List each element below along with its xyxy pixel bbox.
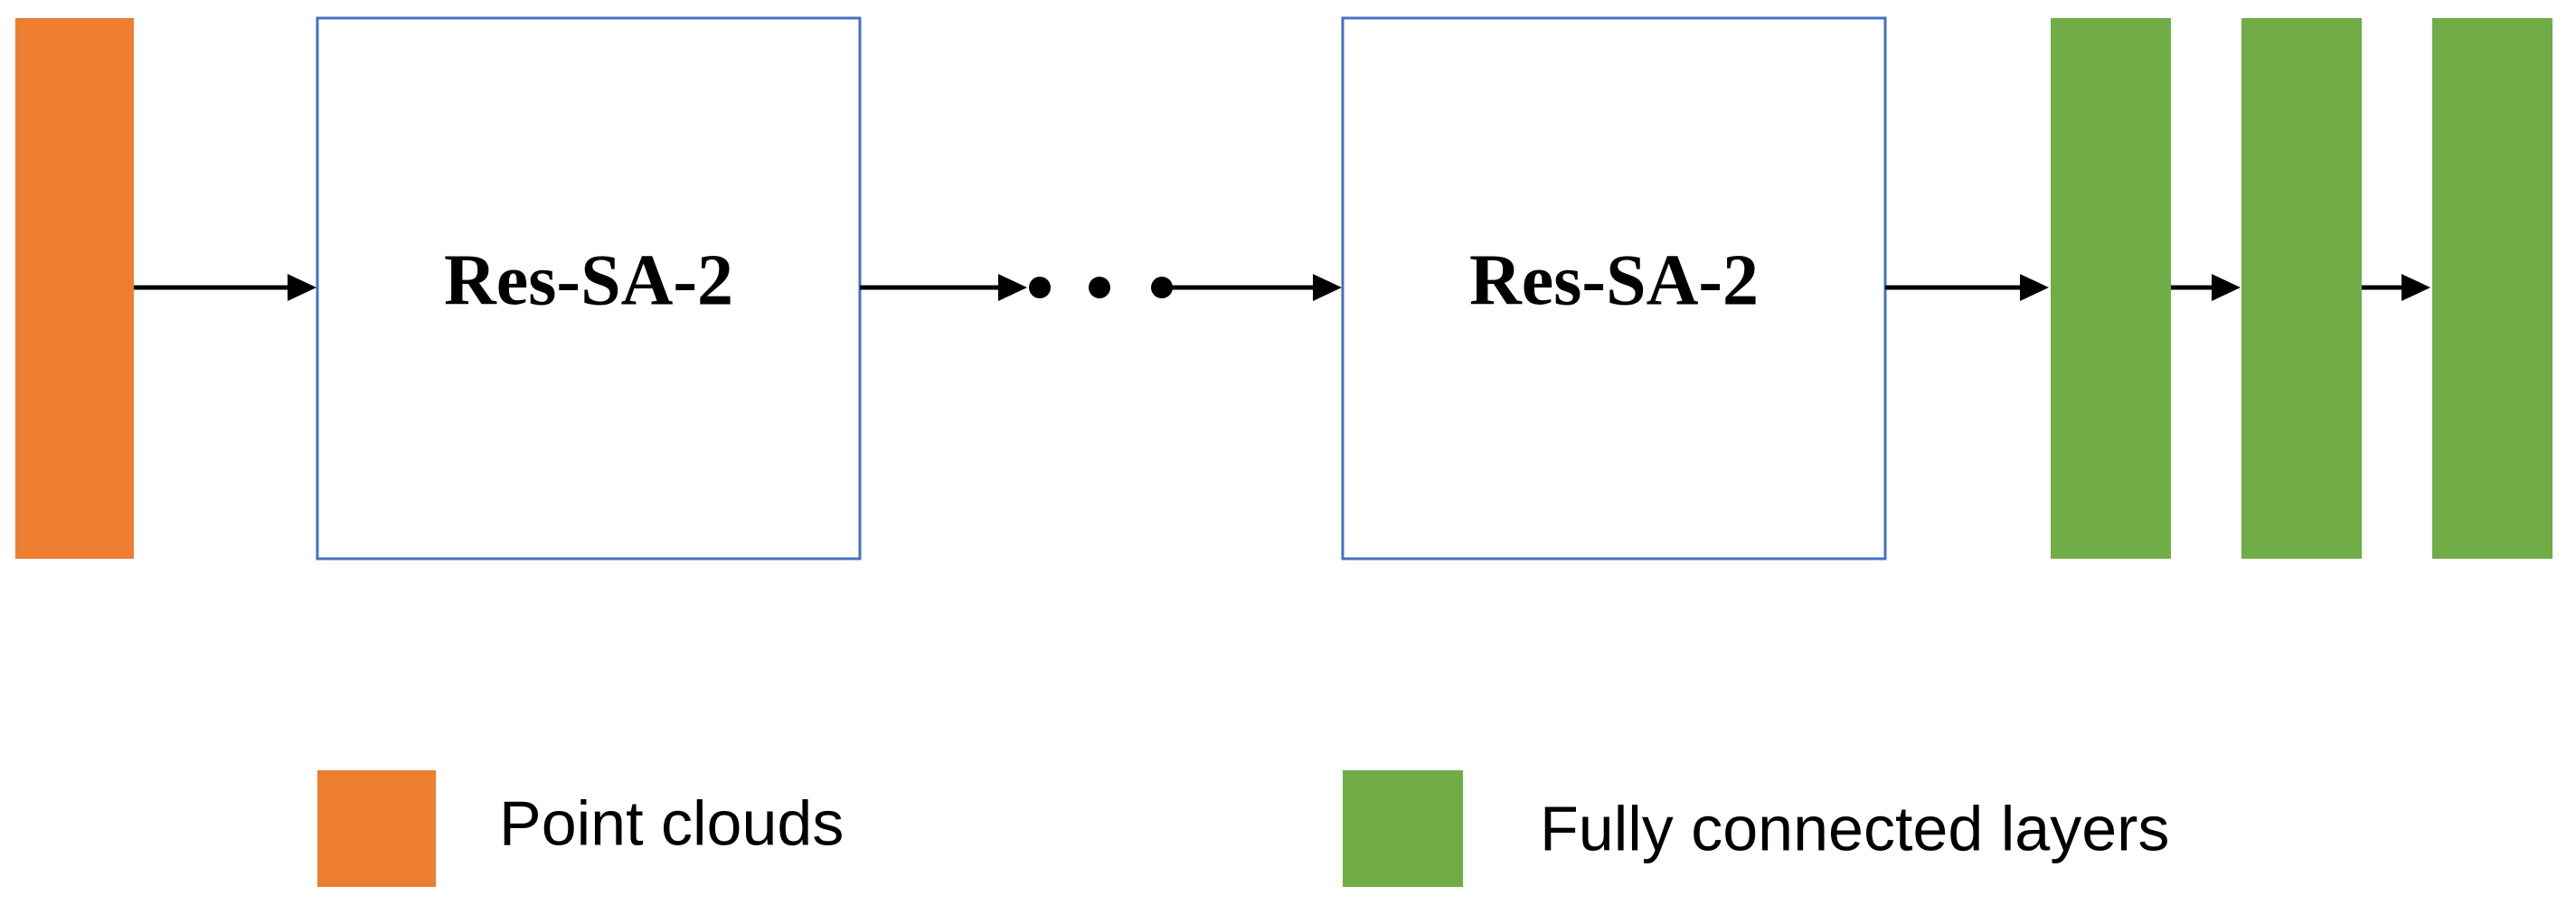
fc-layer-bar-2: [2241, 18, 2362, 559]
ellipsis-dot-2: [1089, 277, 1110, 298]
ellipsis-dot-1: [1029, 277, 1051, 298]
legend-fc-layers-label: Fully connected layers: [1540, 793, 2169, 863]
fc-layer-bar-3: [2432, 18, 2552, 559]
legend-point-clouds-label: Point clouds: [499, 787, 844, 858]
fc-layer-bar-1: [2051, 18, 2171, 559]
res-sa-block-1-label: Res-SA-2: [444, 240, 733, 320]
arrow-block1-to-ellipsis-head: [998, 274, 1027, 301]
legend-point-clouds-swatch: [317, 770, 436, 887]
legend-fc-layers-swatch: [1343, 770, 1463, 887]
arrow-fc2-to-fc3-head: [2401, 274, 2430, 301]
arrow-input-to-block1-head: [288, 274, 316, 301]
arrow-ellipsis-to-block2-head: [1313, 274, 1342, 301]
arrow-block2-to-fc1-head: [2020, 274, 2049, 301]
res-sa-block-1: [316, 16, 862, 561]
res-sa-block-2-label: Res-SA-2: [1469, 240, 1759, 320]
arrow-fc1-to-fc2-head: [2212, 274, 2241, 301]
point-cloud-bar: [15, 18, 134, 559]
